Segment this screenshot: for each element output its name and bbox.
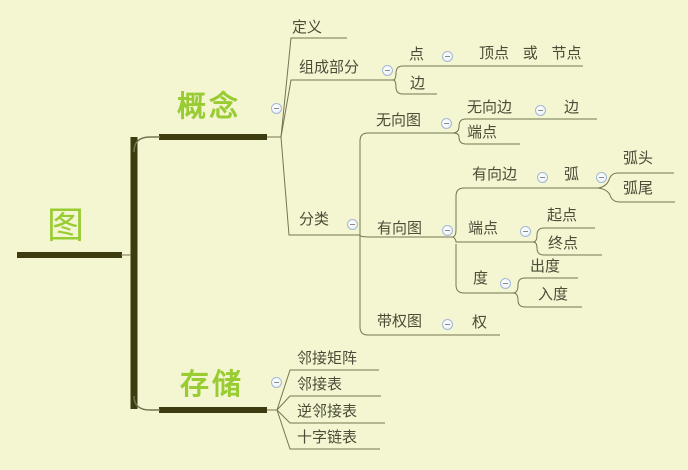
collapse-icon-undirected-graph[interactable]	[441, 118, 452, 129]
node-undirected-edge[interactable]: 无向边	[467, 100, 513, 116]
node-endpoint-undirected[interactable]: 端点	[467, 125, 498, 141]
edge-trunk-bottom-corner	[133, 395, 160, 411]
collapse-icon-point[interactable]	[442, 51, 453, 62]
edge-endpoint-directed	[452, 236, 533, 243]
node-orthogonal-list[interactable]: 十字链表	[297, 430, 358, 446]
edge-end-point	[532, 241, 602, 256]
edge-point	[392, 65, 583, 81]
minus-glyph	[445, 56, 450, 57]
minus-glyph	[523, 231, 528, 232]
node-out-degree[interactable]: 出度	[530, 259, 561, 275]
minus-glyph	[274, 108, 279, 109]
node-vertex-or-node[interactable]: 顶点 或 节点	[479, 46, 582, 62]
node-adjacency-list[interactable]: 邻接表	[297, 377, 343, 393]
node-concept[interactable]: 概念	[177, 91, 242, 123]
minus-glyph	[503, 283, 508, 284]
edge-start-point	[532, 227, 595, 243]
node-degree[interactable]: 度	[473, 271, 489, 287]
node-inverse-adjacency-list[interactable]: 逆邻接表	[297, 404, 358, 420]
edge-weighted-graph	[359, 235, 500, 336]
node-classification[interactable]: 分类	[299, 212, 330, 228]
minus-glyph	[274, 382, 279, 383]
minus-glyph	[444, 123, 449, 124]
node-storage[interactable]: 存储	[180, 369, 245, 401]
edge-in-degree	[512, 292, 582, 308]
minus-glyph	[445, 230, 450, 231]
node-adjacency-matrix[interactable]: 邻接矩阵	[297, 351, 358, 367]
edge-directed-edge	[452, 187, 598, 238]
collapse-icon-weighted-graph[interactable]	[442, 319, 453, 330]
node-directed-graph[interactable]: 有向图	[377, 221, 423, 237]
node-undirected-graph[interactable]: 无向图	[376, 113, 422, 129]
node-weighted-graph[interactable]: 带权图	[377, 314, 423, 330]
minus-glyph	[538, 110, 543, 111]
collapse-icon-directed-edge[interactable]	[537, 172, 548, 183]
edge-adjacency-list	[276, 395, 381, 411]
edge-classification	[280, 136, 360, 236]
node-definition[interactable]: 定义	[292, 20, 323, 36]
edge-degree	[455, 244, 513, 294]
node-end-point[interactable]: 终点	[548, 236, 579, 252]
node-in-degree[interactable]: 入度	[538, 287, 569, 303]
collapse-icon-concept[interactable]	[271, 103, 282, 114]
edge-definition	[280, 37, 347, 138]
edge-trunk-top-corner	[133, 136, 160, 153]
minus-glyph	[445, 324, 450, 325]
collapse-icon-arc[interactable]	[596, 172, 607, 183]
collapse-icon-directed-graph[interactable]	[442, 225, 453, 236]
collapse-icon-storage[interactable]	[271, 377, 282, 388]
node-point[interactable]: 点	[409, 47, 425, 63]
edge-edge1	[392, 79, 437, 95]
minus-glyph	[350, 224, 355, 225]
collapse-icon-endpoint-directed[interactable]	[520, 226, 531, 237]
collapse-icon-components[interactable]	[382, 65, 393, 76]
node-arc-tail[interactable]: 弧尾	[623, 181, 654, 197]
minus-glyph	[385, 70, 390, 71]
node-directed-edge[interactable]: 有向边	[472, 167, 518, 183]
edge-adjacency-matrix	[276, 369, 379, 411]
node-weight[interactable]: 权	[472, 315, 488, 331]
collapse-icon-classification[interactable]	[347, 219, 358, 230]
collapse-icon-undirected-edge[interactable]	[535, 105, 546, 116]
edge-inverse-adjacency-list	[276, 409, 385, 424]
minus-glyph	[540, 177, 545, 178]
edge-components	[280, 79, 393, 138]
edge-endpoint-undirected	[452, 132, 520, 145]
node-arc[interactable]: 弧	[564, 167, 580, 183]
node-edge-2[interactable]: 边	[564, 100, 580, 116]
edge-directed-graph	[359, 235, 453, 238]
node-arc-head[interactable]: 弧头	[623, 151, 654, 167]
edge-arc-head	[597, 172, 674, 189]
edge-arc-tail	[597, 187, 675, 203]
node-components[interactable]: 组成部分	[299, 60, 360, 76]
collapse-icon-degree[interactable]	[500, 278, 511, 289]
edge-orthogonal-list	[276, 409, 380, 450]
node-endpoint-directed[interactable]: 端点	[468, 221, 499, 237]
node-edge[interactable]: 边	[410, 76, 426, 92]
node-root-graph[interactable]: 图	[47, 206, 84, 247]
edge-out-degree	[512, 277, 578, 294]
edge-undirected-graph	[359, 132, 453, 235]
node-start-point[interactable]: 起点	[547, 208, 578, 224]
minus-glyph	[599, 177, 604, 178]
edge-undirected-edge	[452, 118, 597, 134]
